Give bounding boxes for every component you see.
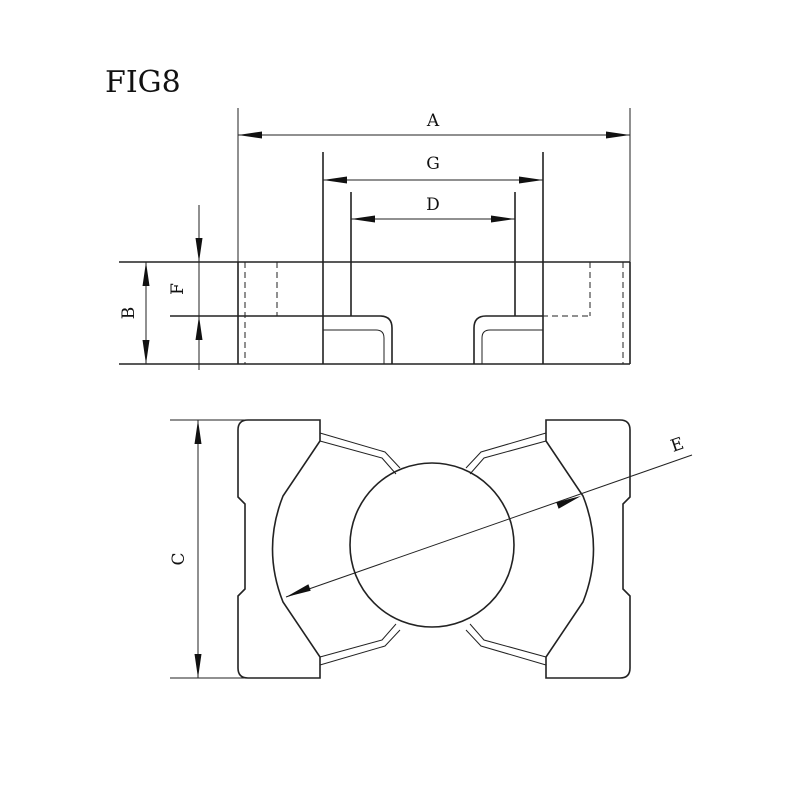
- dimension-e: E: [285, 434, 693, 598]
- dimension-f: F: [168, 205, 203, 370]
- dimension-d: D: [351, 195, 515, 223]
- dimension-label-g: G: [426, 154, 440, 174]
- dimension-c: C: [169, 419, 320, 679]
- dimension-label-e: E: [668, 434, 686, 457]
- dimension-label-a: A: [426, 111, 440, 131]
- dimension-a: A: [237, 108, 631, 262]
- dimension-label-d: D: [426, 195, 440, 215]
- center-post: [349, 462, 515, 628]
- dimension-label-f: F: [168, 283, 188, 295]
- dimension-b: B: [119, 262, 150, 364]
- dimension-g: G: [323, 154, 543, 184]
- top-view: [237, 419, 631, 679]
- side-view: [119, 152, 631, 365]
- figure-title: FIG8: [105, 65, 181, 100]
- dimension-label-c: C: [169, 552, 189, 565]
- dimension-label-b: B: [119, 307, 139, 320]
